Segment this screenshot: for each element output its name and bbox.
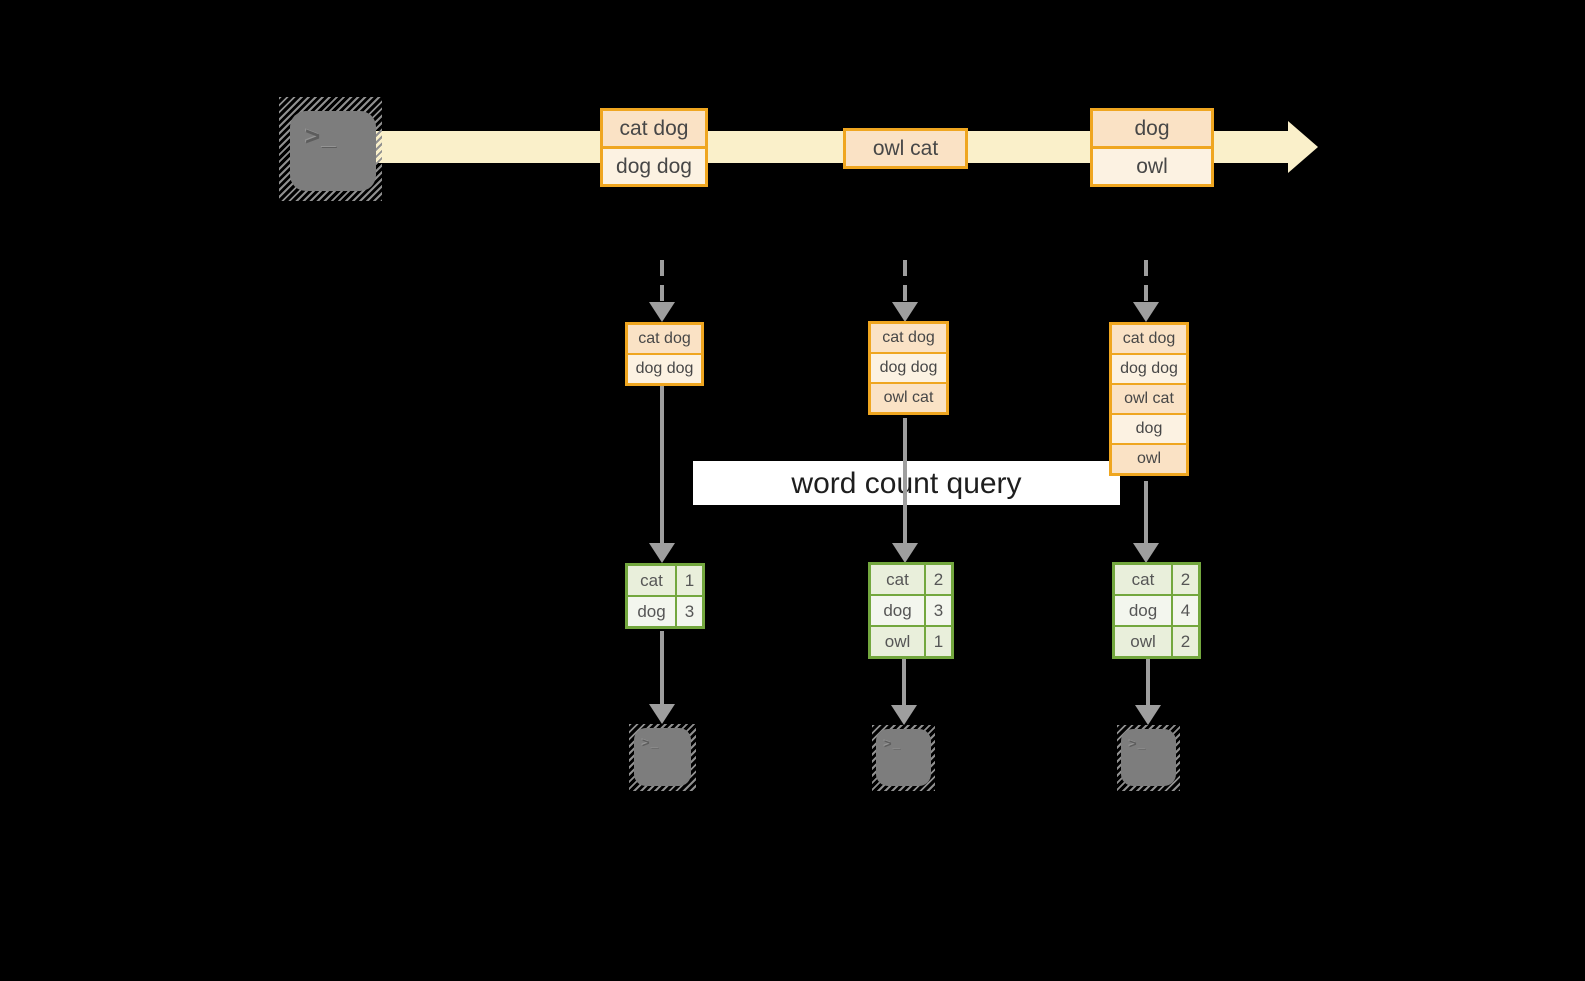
stream-timeline-arrowhead-icon — [1288, 121, 1318, 173]
terminal-prompt-glyph: >_ — [1129, 736, 1148, 751]
word-cell: dog — [1115, 596, 1171, 625]
window-item: dog — [1112, 413, 1186, 443]
count-cell: 2 — [1173, 565, 1198, 594]
count-cell: 2 — [1173, 627, 1198, 656]
stream-batch-box-3: dog owl — [1090, 108, 1214, 187]
output-arrow-2 — [891, 659, 917, 725]
count-cell: 3 — [677, 597, 702, 626]
count-cell: 1 — [677, 566, 702, 595]
terminal-square — [876, 729, 931, 786]
output-arrow-1 — [649, 631, 675, 724]
source-terminal-icon: >_ — [279, 97, 382, 201]
window-item: owl cat — [871, 382, 946, 412]
word-count-table-3: cat 2 dog 4 owl 2 — [1112, 562, 1201, 659]
window-item: cat dog — [871, 324, 946, 352]
window-item: cat dog — [1112, 325, 1186, 353]
stream-batch-box-2: owl cat — [843, 128, 968, 169]
window-box-2: cat dog dog dog owl cat — [868, 321, 949, 415]
ingest-dashed-arrow-3 — [1133, 260, 1159, 322]
window-box-1: cat dog dog dog — [625, 322, 704, 386]
stream-batch-box-1: cat dog dog dog — [600, 108, 708, 187]
window-item: dog dog — [628, 353, 701, 383]
word-cell: dog — [871, 596, 924, 625]
count-cell: 3 — [926, 596, 951, 625]
output-terminal-icon-1: >_ — [629, 724, 696, 791]
stream-item: dog — [1093, 111, 1211, 146]
window-item: cat dog — [628, 325, 701, 353]
word-count-table-2: cat 2 dog 3 owl 1 — [868, 562, 954, 659]
window-item: owl — [1112, 443, 1186, 473]
word-count-table-1: cat 1 dog 3 — [625, 563, 705, 629]
stream-item: cat dog — [603, 111, 705, 146]
terminal-prompt-glyph: >_ — [642, 735, 661, 750]
word-cell: cat — [1115, 565, 1171, 594]
window-item: owl cat — [1112, 383, 1186, 413]
count-cell: 2 — [926, 565, 951, 594]
terminal-square — [290, 111, 376, 191]
word-cell: dog — [628, 597, 675, 626]
query-arrow-3 — [1133, 481, 1159, 563]
word-cell: owl — [871, 627, 924, 656]
query-arrow-1 — [649, 386, 675, 563]
word-cell: owl — [1115, 627, 1171, 656]
output-arrow-3 — [1135, 659, 1161, 725]
output-terminal-icon-3: >_ — [1117, 725, 1180, 791]
word-cell: cat — [628, 566, 675, 595]
window-box-3: cat dog dog dog owl cat dog owl — [1109, 322, 1189, 476]
stream-item: owl cat — [846, 131, 965, 166]
output-terminal-icon-2: >_ — [872, 725, 935, 791]
stream-item: dog dog — [603, 146, 705, 184]
query-arrow-2 — [892, 418, 918, 563]
count-cell: 1 — [926, 627, 951, 656]
count-cell: 4 — [1173, 596, 1198, 625]
ingest-dashed-arrow-1 — [649, 260, 675, 322]
terminal-prompt-glyph: >_ — [884, 736, 903, 751]
terminal-square — [1121, 729, 1176, 786]
word-cell: cat — [871, 565, 924, 594]
window-item: dog dog — [871, 352, 946, 382]
ingest-dashed-arrow-2 — [892, 260, 918, 322]
stream-item: owl — [1093, 146, 1211, 184]
window-item: dog dog — [1112, 353, 1186, 383]
terminal-prompt-glyph: >_ — [305, 121, 339, 151]
terminal-square — [634, 728, 691, 786]
